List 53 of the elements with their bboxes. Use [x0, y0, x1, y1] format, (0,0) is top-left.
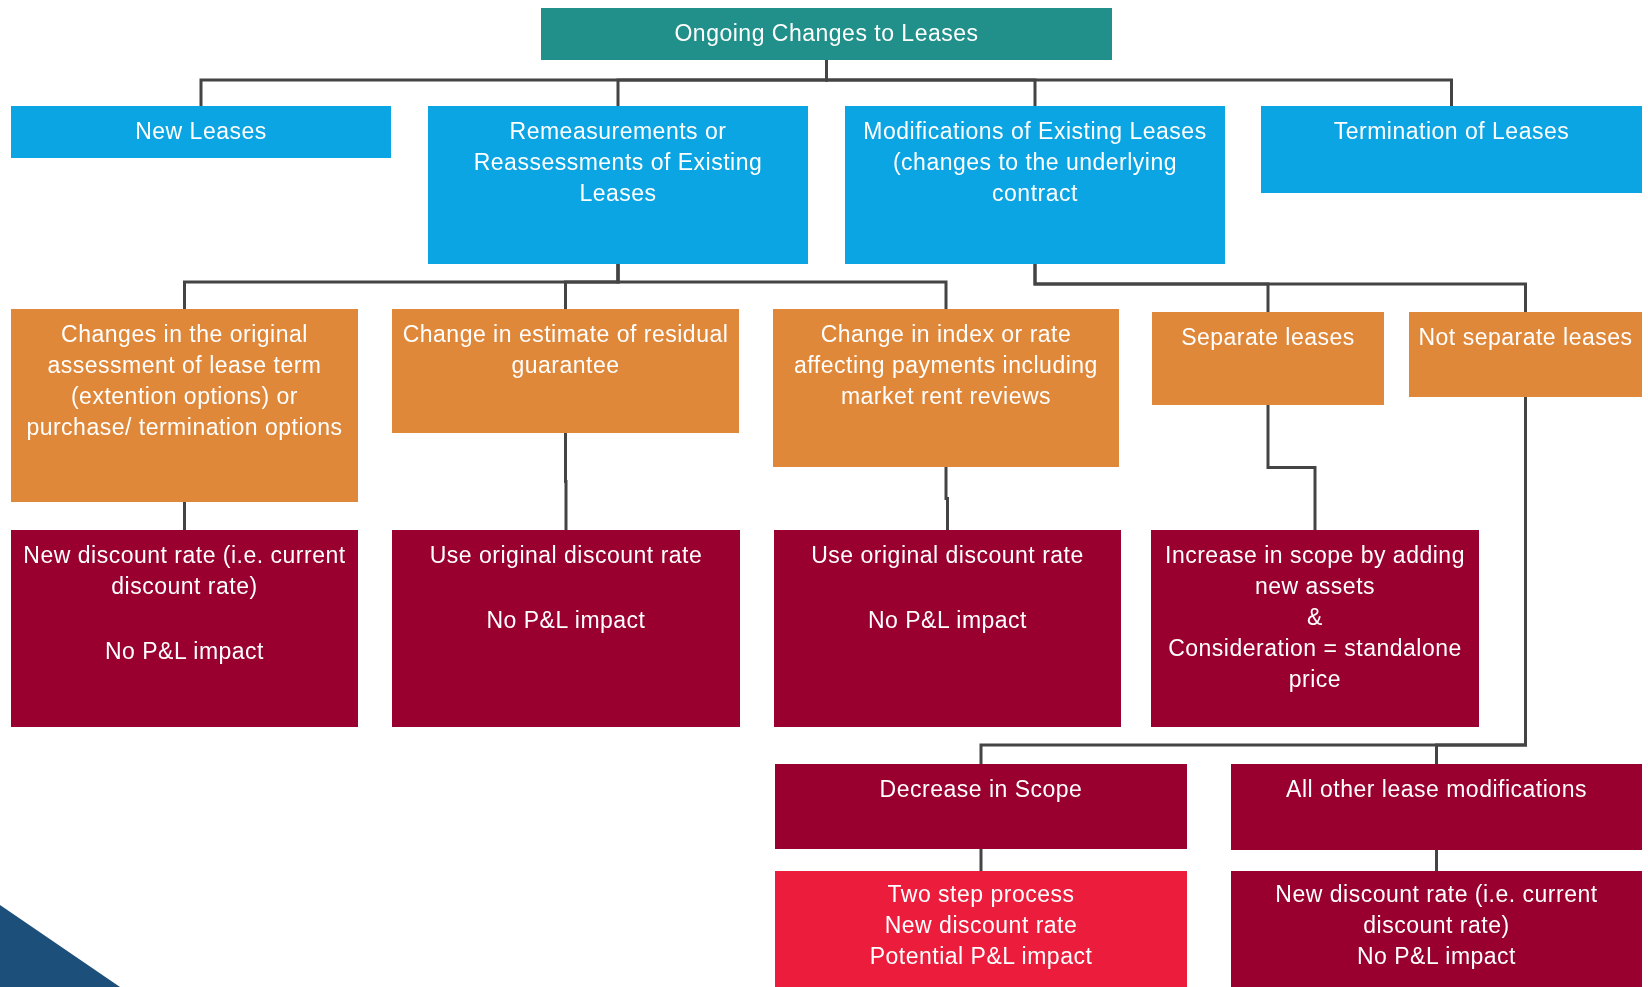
connector-line [1435, 850, 1438, 871]
node-text: Ongoing Changes to Leases [674, 19, 979, 48]
outcome-box [1231, 764, 1642, 850]
node-text: Separate leases [1181, 323, 1355, 352]
node-text: New Leases [135, 117, 267, 146]
outcome-box [774, 530, 1121, 727]
change-type-box [1409, 312, 1642, 397]
node-text: All other lease modifications [1286, 775, 1587, 804]
node-text: Use original discount rate [811, 541, 1084, 570]
node-text: Decrease in Scope [879, 775, 1083, 804]
outcome-box [11, 530, 358, 727]
title-box [541, 8, 1112, 60]
connector-line [944, 467, 949, 530]
category-box [1261, 106, 1642, 193]
node-text: Potential P&L impact [869, 942, 1093, 971]
node-text: Increase in scope by adding new assets [1164, 541, 1466, 601]
node-text: No P&L impact [104, 637, 264, 666]
outcome-box [392, 530, 740, 727]
node-text: New discount rate [884, 911, 1078, 940]
category-box [11, 106, 391, 158]
category-box [428, 106, 808, 264]
node-text: Changes in the original assessment of lease term (extention options) or purchase/ termination options [25, 320, 344, 442]
outcome-box [1231, 871, 1642, 987]
node-text: Remeasurements or Reassessments of Existing Leases [472, 117, 764, 208]
connector-line [616, 264, 948, 309]
change-type-box [773, 309, 1119, 467]
node-text: Modifications of Existing Leases (changes to the underlying contract [862, 117, 1208, 208]
node-text: Consideration = standalone price [1167, 634, 1463, 694]
connector-line [1266, 405, 1317, 530]
change-type-box [11, 309, 358, 502]
node-text: New discount rate (i.e. current discount rate) [1274, 880, 1599, 940]
outcome-box [775, 764, 1187, 849]
node-text: No P&L impact [486, 606, 646, 635]
connector-line [979, 849, 983, 871]
change-type-box [1152, 312, 1384, 405]
node-text: Not separate leases [1418, 323, 1633, 352]
connector-line [1033, 264, 1527, 312]
change-type-box [392, 309, 739, 433]
connector-line [1435, 397, 1527, 764]
node-text: Change in estimate of residual guarantee [401, 320, 730, 380]
connector-line [183, 502, 186, 530]
node-text: New discount rate (i.e. current discount rate) [22, 541, 347, 601]
node-text: No P&L impact [867, 606, 1027, 635]
connector-line [564, 433, 568, 530]
node-text: Termination of Leases [1333, 117, 1570, 146]
node-text: & [1307, 603, 1323, 632]
node-text: No P&L impact [1356, 942, 1516, 971]
node-text: Two step process [887, 880, 1075, 909]
outcome-box [775, 871, 1187, 987]
outcome-box [1151, 530, 1479, 727]
node-text: Use original discount rate [429, 541, 703, 570]
category-box [845, 106, 1225, 264]
node-text: Change in index or rate affecting payments including market rent reviews [793, 320, 1099, 411]
